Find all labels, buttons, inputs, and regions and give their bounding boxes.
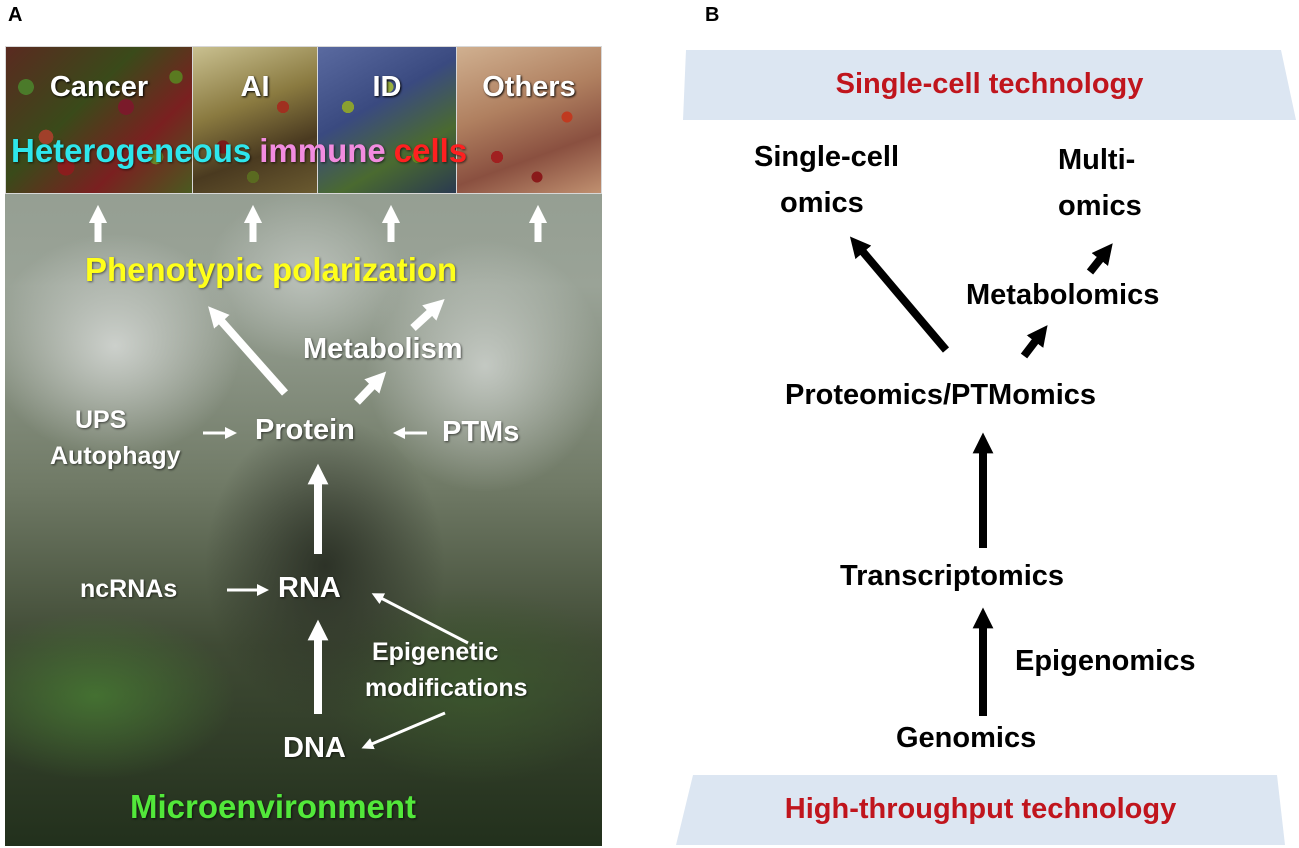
- photo-label-cancer: Cancer: [49, 71, 149, 103]
- autophagy-label: Autophagy: [50, 442, 181, 470]
- proteomics-label: Proteomics/PTMomics: [785, 379, 1097, 411]
- single-cell-omics-line2: omics: [780, 187, 864, 219]
- photo-label-ai: AI: [240, 71, 270, 103]
- ncrnas-label: ncRNAs: [80, 575, 178, 603]
- metabolomics-label: Metabolomics: [966, 279, 1160, 311]
- genomics-label: Genomics: [896, 722, 1037, 754]
- microenvironment-label: Microenvironment: [130, 788, 417, 825]
- top-banner: Single-cell technology: [683, 50, 1296, 120]
- arrow-epigenetic-to-rna: [371, 593, 469, 645]
- immune-word: immune: [259, 132, 386, 169]
- multi-omics-line2: omics: [1058, 190, 1142, 222]
- panel-a-arrows: [88, 204, 548, 750]
- photo-others: Others: [456, 46, 602, 194]
- single-cell-omics-line1: Single-cell: [754, 141, 900, 173]
- bottom-banner-shape: [676, 775, 1285, 845]
- arrow-protein-to-metabolism: [354, 371, 387, 405]
- heterogeneous-word: Heterogeneous: [11, 132, 252, 169]
- panel-a-letter: A: [8, 4, 23, 26]
- phenotypic-polarization-label: Phenotypic polarization: [85, 251, 458, 288]
- arrow-metabolomics-to-multi-omics: [1086, 243, 1113, 275]
- dna-label: DNA: [283, 732, 346, 764]
- ups-label: UPS: [75, 406, 127, 434]
- photo-ai: AI: [192, 46, 318, 194]
- top-banner-label: Single-cell technology: [835, 68, 1144, 100]
- arrow-modifications-to-dna: [361, 711, 446, 750]
- protein-label: Protein: [255, 414, 355, 446]
- arrow-metabolism-to-phenotypic: [410, 298, 445, 331]
- photo-label-others: Others: [482, 71, 576, 103]
- transcriptomics-label: Transcriptomics: [840, 560, 1065, 592]
- bottom-banner-label: High-throughput technology: [784, 793, 1177, 825]
- multi-omics-line1: Multi-: [1058, 144, 1136, 176]
- top-banner-shape: [683, 50, 1296, 120]
- arrow-proteomics-to-metabolomics: [1020, 325, 1048, 359]
- photo-cancer: Cancer: [5, 46, 193, 194]
- ptms-label: PTMs: [442, 416, 520, 448]
- modifications-label: modifications: [365, 674, 528, 702]
- photo-label-id: ID: [372, 71, 402, 103]
- cells-word: cells: [393, 132, 468, 169]
- panel-b-letter: B: [705, 4, 720, 26]
- arrow-protein-to-phenotypic: [208, 306, 288, 396]
- metabolism-label: Metabolism: [303, 333, 463, 365]
- epigenomics-label: Epigenomics: [1015, 645, 1196, 677]
- bottom-banner: High-throughput technology: [676, 775, 1285, 845]
- rna-label: RNA: [278, 572, 341, 604]
- arrow-proteomics-to-single-cell-omics: [849, 236, 950, 353]
- epigenetic-label: Epigenetic: [372, 638, 499, 666]
